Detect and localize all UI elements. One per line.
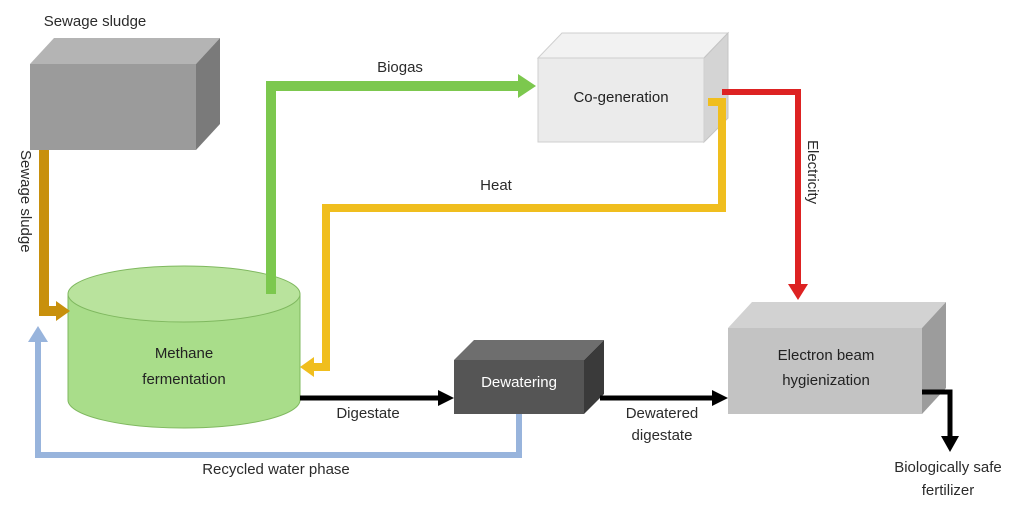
- dewatering-box: [454, 340, 604, 414]
- methane-fermentation-tank: [67, 265, 301, 429]
- dewatered-label-line1: Dewatered: [626, 405, 699, 422]
- electron-beam-label-line1: Electron beam: [778, 347, 875, 364]
- heat-arrow: [300, 98, 726, 377]
- cogeneration-box: [536, 31, 730, 144]
- fertilizer-arrow: [922, 389, 959, 452]
- fertilizer-label-line1: Biologically safe: [894, 459, 1002, 476]
- electricity-label: Electricity: [804, 140, 821, 205]
- sewage-sludge-box-label: Sewage sludge: [44, 13, 147, 30]
- sewage-sludge-flow-label: Sewage sludge: [17, 150, 34, 253]
- methane-label-line2: fermentation: [142, 371, 225, 388]
- dewatering-label: Dewatering: [481, 374, 557, 391]
- digestate-label: Digestate: [336, 405, 399, 422]
- heat-label: Heat: [480, 177, 513, 194]
- biogas-label: Biogas: [377, 59, 423, 76]
- sewage-sludge-arrow: [39, 150, 70, 321]
- methane-label-line1: Methane: [155, 345, 213, 362]
- electron-beam-label-line2: hygienization: [782, 372, 870, 389]
- electricity-arrow: [722, 89, 808, 300]
- recycled-water-label: Recycled water phase: [202, 461, 350, 478]
- digestate-arrow: [300, 390, 454, 406]
- biogas-arrow: [266, 74, 536, 294]
- recycled-water-arrow: [28, 326, 522, 458]
- cogeneration-label: Co-generation: [573, 89, 668, 106]
- dewatered-label-line2: digestate: [632, 427, 693, 444]
- fertilizer-label-line2: fertilizer: [922, 482, 975, 499]
- dewatered-digestate-arrow: [600, 390, 728, 406]
- sewage-sludge-box: [30, 38, 220, 150]
- electron-beam-box: [728, 302, 946, 414]
